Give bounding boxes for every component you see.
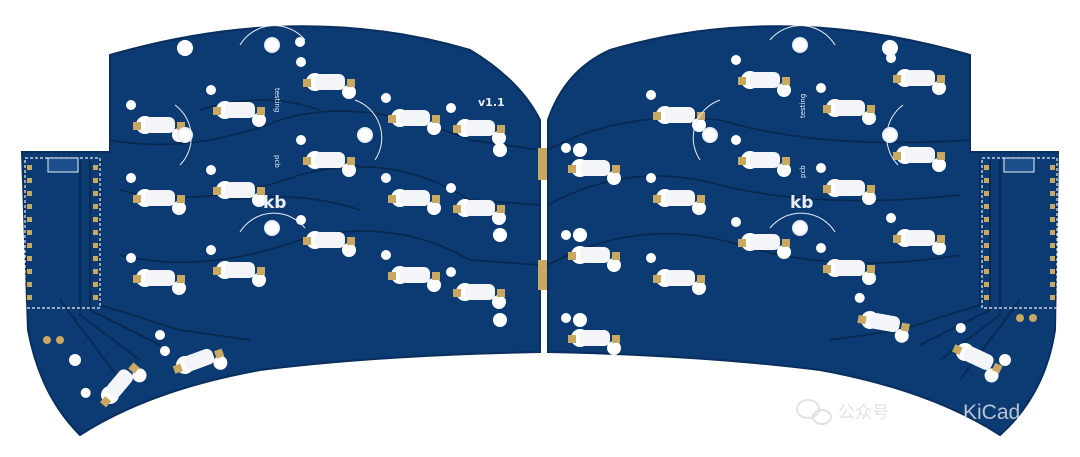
watermark-brand: KiCad [963, 401, 1020, 424]
center-connectors [538, 148, 548, 290]
right-silkscreen-arcs [692, 25, 904, 233]
left-mount-holes [69, 37, 507, 366]
left-key-switches [78, 57, 506, 421]
right-mount-holes [573, 37, 1011, 366]
left-controller-pads [27, 165, 98, 344]
left-logo: kb [263, 193, 286, 213]
right-pcb-half: kb testing pcb [547, 25, 1060, 437]
left-vertical-text-2: pcb [273, 155, 281, 168]
right-controller-pads [984, 165, 1055, 322]
left-silkscreen-arcs [174, 25, 383, 233]
left-controller-module [24, 157, 101, 309]
watermark-account-text: 公众号 [838, 403, 889, 422]
left-traces [59, 99, 541, 381]
wechat-bubble-icon [796, 399, 832, 425]
left-version-label: v1.1 [478, 96, 505, 109]
watermark: 公众号 KiCad [796, 399, 1020, 425]
right-logo: kb [790, 193, 813, 213]
right-controller-module [981, 157, 1058, 309]
right-vertical-text-1: testing [799, 94, 807, 118]
left-pcb-half: v1.1 kb testing pcb [20, 25, 541, 437]
left-vertical-text-1: testing [273, 88, 281, 112]
right-key-switches [561, 53, 1013, 385]
right-vertical-text-2: pcb [799, 165, 807, 178]
